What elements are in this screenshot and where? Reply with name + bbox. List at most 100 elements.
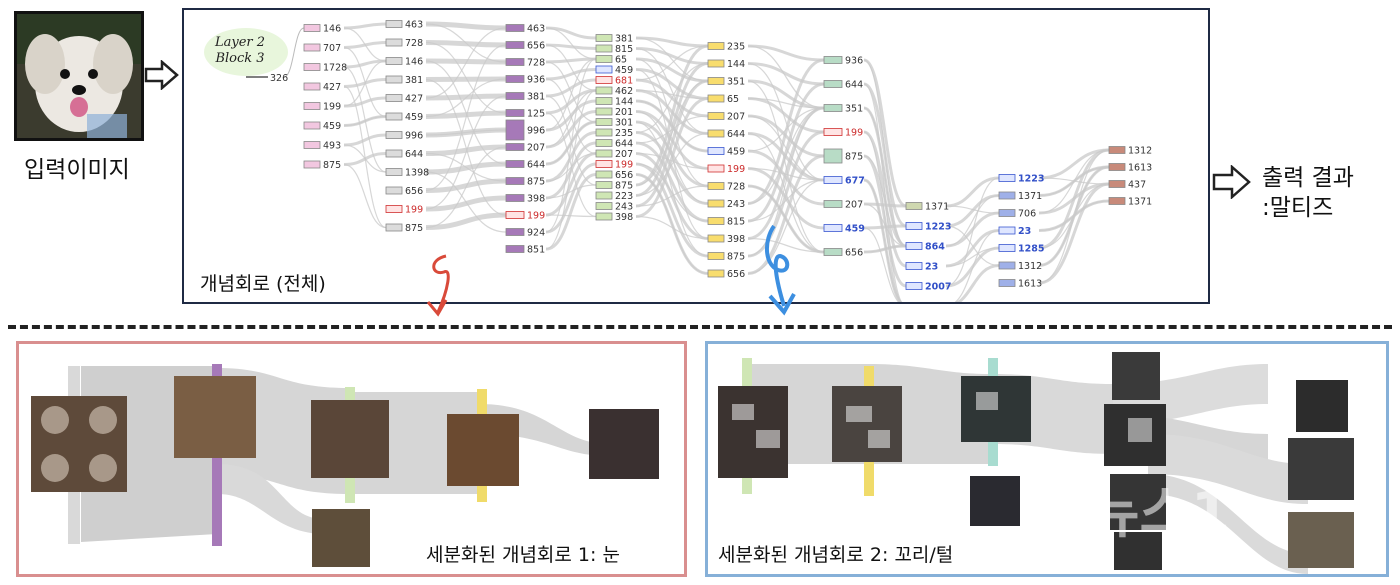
sankey-flow: [545, 58, 597, 233]
sankey-flow: [343, 60, 387, 107]
sankey-flow: [863, 245, 907, 253]
sankey-flow: [635, 62, 709, 197]
sankey-node: [707, 42, 725, 50]
dashed-divider: [8, 325, 1392, 329]
sankey-node: [303, 43, 321, 52]
sankey-node-label: 146: [323, 24, 341, 35]
sankey-node-label: 381: [527, 92, 545, 103]
sankey-node-label: 681: [615, 76, 633, 87]
sankey-flow: [425, 76, 507, 82]
output-arrow-icon: [1212, 165, 1251, 199]
sankey-flow: [425, 58, 507, 65]
sankey-node: [595, 191, 613, 200]
sankey-node-label: 427: [405, 94, 423, 105]
sankey-node-label: 459: [615, 65, 633, 76]
sankey-node: [707, 59, 725, 68]
sankey-node-label: 459: [323, 121, 341, 132]
sankey-node: [595, 212, 613, 221]
sankey-node: [595, 170, 613, 179]
sankey-node-label: 1613: [1128, 163, 1152, 174]
sankey-flow: [283, 27, 305, 78]
sankey-node-label: 463: [405, 20, 423, 31]
tail-fur-circuit-diagram: [718, 352, 1354, 574]
sankey-node: [998, 191, 1016, 200]
sankey-node-label: 875: [727, 252, 745, 263]
sankey-node: [505, 109, 525, 117]
sankey-flow: [1038, 148, 1110, 180]
sankey-node: [905, 262, 923, 270]
sankey-node-label: 656: [405, 186, 423, 197]
sankey-node: [707, 234, 725, 243]
right-panel-caption: 세분화된 개념회로 2: 꼬리/털: [718, 544, 954, 566]
sankey-node-label: 398: [727, 234, 745, 245]
sankey-flow: [747, 179, 825, 275]
sankey-node-label: 243: [727, 199, 745, 210]
sankey-flow: [425, 161, 507, 175]
sankey-node: [905, 282, 923, 290]
sankey-flow: [545, 58, 597, 131]
sankey-node-label: 1613: [1018, 279, 1042, 290]
sankey-node: [1108, 146, 1126, 154]
sankey-node-label: 656: [615, 170, 633, 181]
sankey-flow: [343, 85, 387, 229]
sankey-flow: [635, 215, 709, 240]
sankey-flow: [863, 179, 901, 302]
sankey-node-label: 437: [1128, 180, 1146, 191]
sankey-node: [595, 34, 613, 42]
sankey-node: [595, 97, 613, 105]
sankey-node-label: 199: [845, 128, 863, 139]
sankey-flow: [635, 163, 709, 222]
overview-caption: 개념회로 (전체): [200, 273, 326, 295]
sankey-node-label: 207: [845, 200, 863, 211]
sankey-flow: [545, 99, 597, 132]
sankey-flow: [635, 68, 709, 100]
sankey-node-label: 1371: [1128, 197, 1152, 208]
sankey-flow: [1038, 182, 1110, 285]
sankey-node-label: 381: [615, 34, 633, 45]
sankey-node-label: 851: [527, 245, 545, 256]
sankey-node-label: 656: [727, 269, 745, 280]
sankey-node-label: 207: [615, 149, 633, 160]
sankey-node-label: 644: [527, 160, 545, 171]
sankey-flow: [635, 79, 709, 208]
sankey-flow: [545, 89, 597, 250]
sankey-node: [385, 149, 403, 158]
sankey-node: [823, 104, 843, 112]
sankey-node-label: 144: [615, 97, 633, 108]
sankey-node: [595, 118, 613, 126]
sankey-flow: [863, 107, 907, 247]
sankey-node-label: 875: [845, 152, 863, 163]
sankey-flow: [545, 43, 597, 50]
sankey-node: [905, 242, 923, 250]
sankey-node-label: 199: [323, 102, 341, 113]
sankey-node-label: 1312: [1018, 261, 1042, 272]
sankey-node: [595, 149, 613, 158]
sankey-node: [385, 168, 403, 176]
sankey-flow: [425, 146, 507, 229]
sankey-flow: [545, 44, 597, 92]
sankey-flow: [747, 79, 825, 110]
sankey-node-label: 199: [405, 205, 423, 216]
sankey-node-label: 235: [727, 42, 745, 53]
sankey-flow: [425, 78, 507, 216]
sankey-node-label: 23: [925, 262, 938, 273]
sankey-node-label: 924: [527, 228, 545, 239]
sankey-node: [595, 181, 613, 189]
sankey-node: [1108, 197, 1126, 205]
sankey-flow: [343, 163, 387, 229]
sankey-flow: [863, 224, 907, 230]
sankey-flow: [425, 27, 507, 99]
sankey-node-label: 398: [615, 212, 633, 223]
sankey-flow: [545, 61, 597, 123]
sankey-node-label: 2007: [925, 282, 951, 293]
sankey-node-label: 125: [527, 109, 545, 120]
sankey-node: [595, 202, 613, 210]
sankey-node: [1108, 180, 1126, 188]
sankey-node: [595, 128, 613, 137]
sankey-node-label: 398: [527, 194, 545, 205]
sankey-node: [303, 63, 321, 71]
sankey-flow: [545, 173, 597, 251]
sankey-flow: [747, 62, 825, 86]
sankey-node-label: 223: [615, 191, 633, 202]
sankey-node: [707, 182, 725, 190]
